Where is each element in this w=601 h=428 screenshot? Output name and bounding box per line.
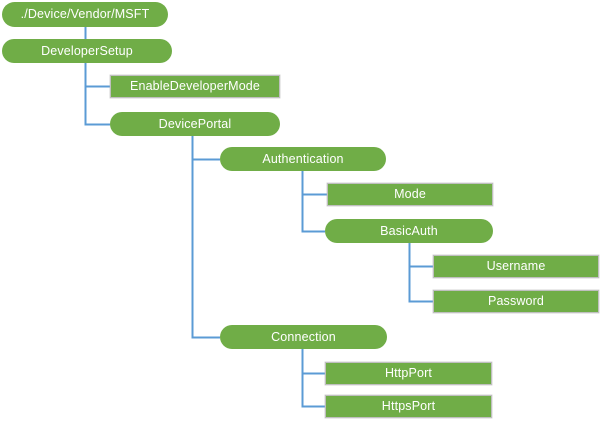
connector-authentication-to-mode	[301, 171, 327, 196]
node-developersetup-label: DeveloperSetup	[41, 43, 133, 58]
connector-connection-to-httpport	[301, 349, 325, 375]
connector-basicauth-to-password	[408, 243, 433, 303]
connector-deviceportal-to-authentication	[191, 136, 220, 161]
node-connection-label: Connection	[271, 329, 336, 344]
node-basicauth[interactable]: BasicAuth	[325, 219, 493, 243]
node-httpsport[interactable]: HttpsPort	[325, 395, 492, 418]
node-enabledevelopermode-label: EnableDeveloperMode	[129, 79, 261, 94]
node-username[interactable]: Username	[433, 255, 599, 278]
node-httpport-label: HttpPort	[384, 366, 433, 381]
node-password-label: Password	[487, 294, 545, 309]
connector-basicauth-to-username	[408, 243, 433, 268]
node-mode[interactable]: Mode	[327, 183, 493, 206]
node-httpport[interactable]: HttpPort	[325, 362, 492, 385]
node-username-label: Username	[486, 259, 546, 274]
connector-connection-to-httpsport	[301, 349, 325, 408]
node-connection[interactable]: Connection	[220, 325, 387, 349]
node-authentication[interactable]: Authentication	[220, 147, 386, 171]
node-enabledevelopermode[interactable]: EnableDeveloperMode	[110, 75, 280, 98]
connector-deviceportal-to-connection	[191, 136, 220, 339]
node-root[interactable]: ./Device/Vendor/MSFT	[2, 2, 168, 27]
node-deviceportal-label: DevicePortal	[158, 116, 232, 131]
node-password[interactable]: Password	[433, 290, 599, 313]
node-authentication-label: Authentication	[262, 151, 344, 166]
connector-authentication-to-basicauth	[301, 171, 325, 233]
connector-developersetup-to-deviceportal	[84, 63, 110, 126]
connector-developersetup-to-enabledevelopermode	[84, 63, 110, 88]
node-root-label: ./Device/Vendor/MSFT	[20, 7, 150, 22]
node-mode-label: Mode	[394, 187, 426, 202]
node-developersetup[interactable]: DeveloperSetup	[2, 39, 172, 63]
node-basicauth-label: BasicAuth	[380, 223, 438, 238]
node-deviceportal[interactable]: DevicePortal	[110, 112, 280, 136]
node-httpsport-label: HttpsPort	[381, 399, 436, 414]
